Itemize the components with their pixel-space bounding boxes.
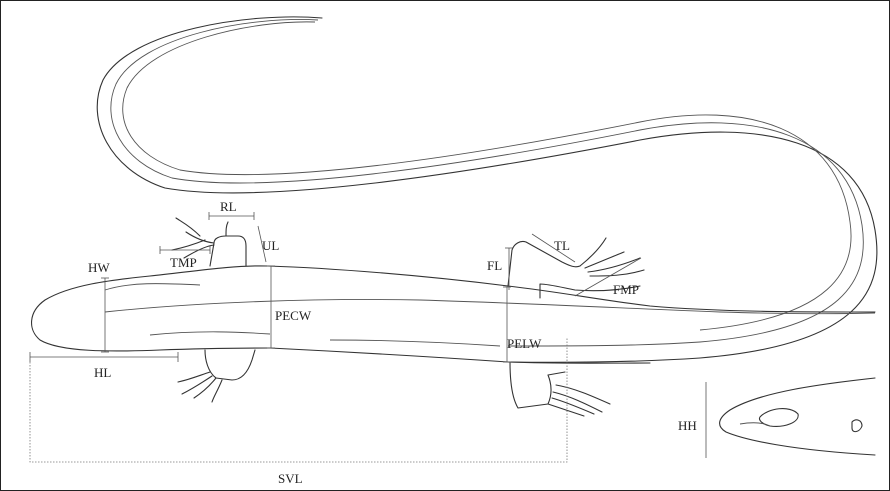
tail xyxy=(97,17,877,362)
labels: RL UL HW TMP TL FL FMP PECW PELW HL HH S… xyxy=(88,199,697,486)
label-ul: UL xyxy=(262,238,279,253)
label-hh: HH xyxy=(678,418,697,433)
head-profile-detail xyxy=(720,378,875,455)
label-pelw: PELW xyxy=(507,336,542,351)
label-fmp: FMP xyxy=(613,282,639,297)
svl-bracket xyxy=(30,337,567,462)
label-svl: SVL xyxy=(278,471,303,486)
label-pecw: PECW xyxy=(275,308,312,323)
label-fl: FL xyxy=(487,258,502,273)
measurements xyxy=(30,212,706,462)
label-tl: TL xyxy=(554,238,570,253)
head xyxy=(32,266,270,351)
label-rl: RL xyxy=(220,199,237,214)
hind-limb-bottom xyxy=(510,362,610,416)
label-hw: HW xyxy=(88,260,110,275)
front-limb-bottom xyxy=(178,350,255,402)
label-hl: HL xyxy=(94,365,111,380)
label-tmp: TMP xyxy=(170,255,197,270)
